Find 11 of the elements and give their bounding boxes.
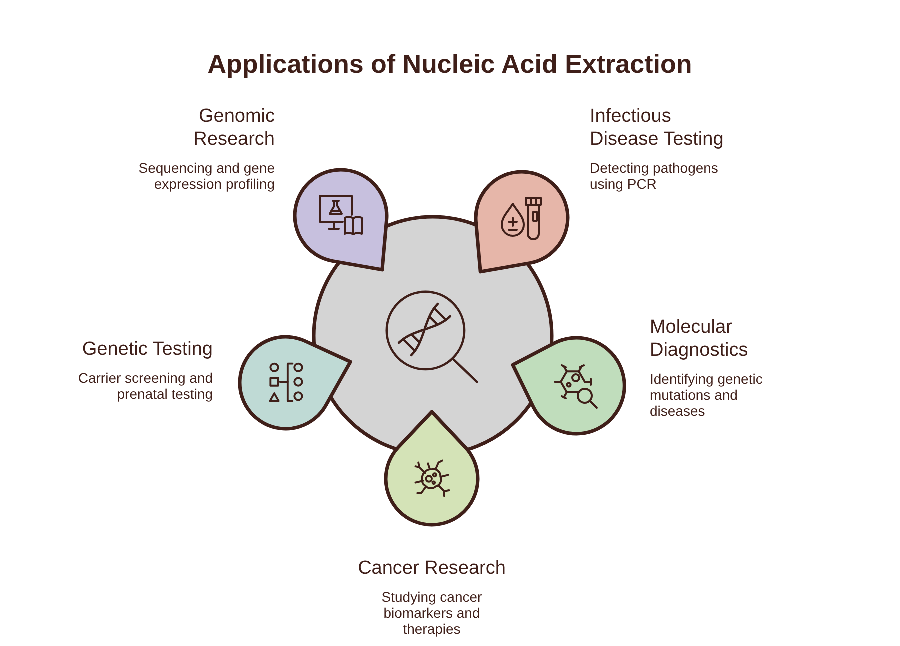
category-description: Sequencing and gene expression profiling [138,160,275,192]
category-heading: Molecular Diagnostics [650,316,750,362]
category-description: Studying cancer biomarkers and therapies [380,589,484,637]
category-description: Identifying genetic mutations and diseases [650,371,764,419]
category-description: Detecting pathogens using PCR [590,160,720,192]
diagram-title: Applications of Nucleic Acid Extraction [208,49,692,80]
category-description: Carrier screening and prenatal testing [77,370,213,402]
category-heading: Genetic Testing [82,338,213,361]
category-heading: Genomic Research [192,105,275,151]
category-heading: Cancer Research [358,557,506,580]
category-heading: Infectious Disease Testing [590,105,725,151]
